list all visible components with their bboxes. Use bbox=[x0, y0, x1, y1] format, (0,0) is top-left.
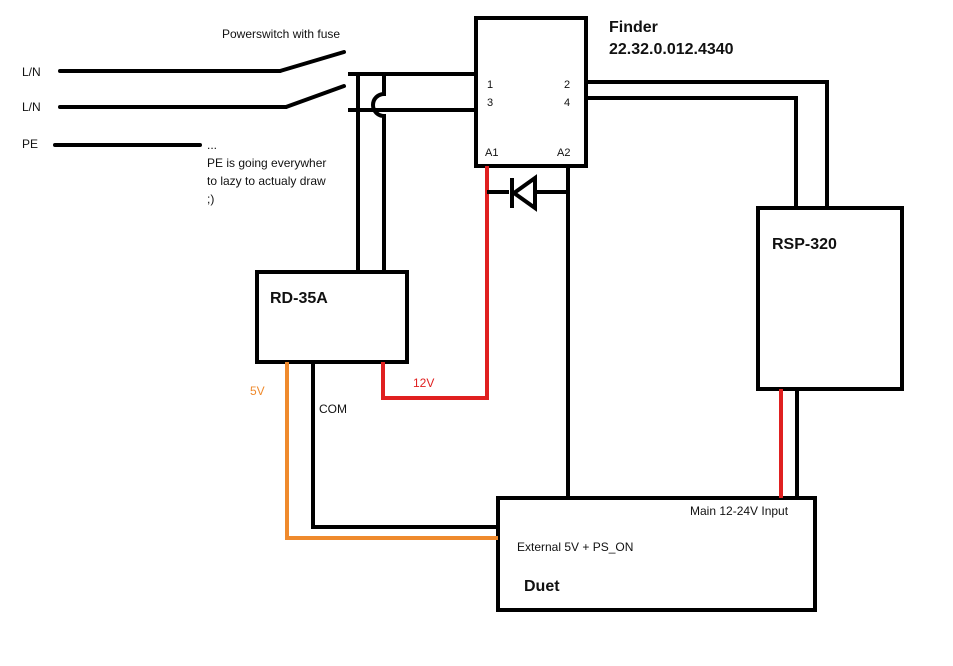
wire-5v bbox=[285, 362, 498, 540]
duet-board: Main 12-24V Input External 5V + PS_ON Du… bbox=[496, 496, 817, 612]
wire-5v-rd35a-to-duet bbox=[285, 362, 498, 540]
label-pe-dots: ... bbox=[207, 138, 217, 152]
label-ln-bottom: L/N bbox=[22, 100, 41, 114]
wire-com-to-duet bbox=[311, 362, 498, 529]
switch-blade-bottom bbox=[284, 84, 346, 109]
flyback-diode-icon bbox=[510, 174, 537, 212]
wire-12v-rd35a-to-a1 bbox=[381, 166, 489, 400]
wire-12v bbox=[381, 166, 489, 400]
duet-main-input-label: Main 12-24V Input bbox=[690, 504, 789, 518]
pe-note-line-3: ;) bbox=[207, 192, 214, 206]
finder-relay-box bbox=[474, 16, 588, 168]
switch-blade-top bbox=[278, 50, 346, 73]
rd35a-psu: RD-35A bbox=[255, 270, 409, 364]
finder-pin-4: 4 bbox=[564, 97, 570, 109]
wire-pin4-to-rsp320 bbox=[586, 96, 798, 208]
control-wiring bbox=[311, 166, 570, 529]
wire-com-label: COM bbox=[319, 402, 347, 416]
finder-relay: Finder 22.32.0.012.4340 1 3 2 4 A1 A2 bbox=[474, 16, 734, 168]
pe-note-line-1: PE is going everywher bbox=[207, 156, 326, 170]
wire-pin2-to-rsp320 bbox=[586, 80, 829, 208]
rsp320-label: RSP-320 bbox=[772, 236, 837, 253]
duet-box bbox=[496, 496, 817, 612]
rd35a-box bbox=[255, 270, 409, 364]
finder-to-rsp320-wiring bbox=[586, 80, 829, 208]
duet-external-input-label: External 5V + PS_ON bbox=[517, 540, 633, 554]
label-ln-top: L/N bbox=[22, 65, 41, 79]
finder-pin-a2: A2 bbox=[557, 147, 570, 159]
rsp320-psu: RSP-320 bbox=[756, 206, 904, 391]
wire-n-to-rd35a-with-hop bbox=[371, 74, 386, 272]
wire-5v-label: 5V bbox=[250, 384, 265, 398]
duet-label: Duet bbox=[524, 578, 560, 595]
finder-pin-3: 3 bbox=[487, 97, 493, 109]
rd35a-label: RD-35A bbox=[270, 290, 328, 307]
mains-lines bbox=[53, 50, 346, 147]
finder-title: Finder bbox=[609, 19, 658, 36]
finder-pin-2: 2 bbox=[564, 79, 570, 91]
wire-12v-label: 12V bbox=[413, 376, 434, 390]
finder-pin-1: 1 bbox=[487, 79, 493, 91]
label-pe: PE bbox=[22, 137, 38, 151]
finder-part-number: 22.32.0.012.4340 bbox=[609, 41, 734, 58]
rsp320-to-duet-wiring bbox=[779, 389, 799, 498]
diode-triangle bbox=[510, 174, 537, 212]
label-power-switch: Powerswitch with fuse bbox=[222, 27, 340, 41]
pe-note-line-2: to lazy to actualy draw bbox=[207, 174, 326, 188]
switch-output-wiring bbox=[348, 72, 477, 272]
finder-pin-a1: A1 bbox=[485, 147, 498, 159]
rsp320-box bbox=[756, 206, 904, 391]
